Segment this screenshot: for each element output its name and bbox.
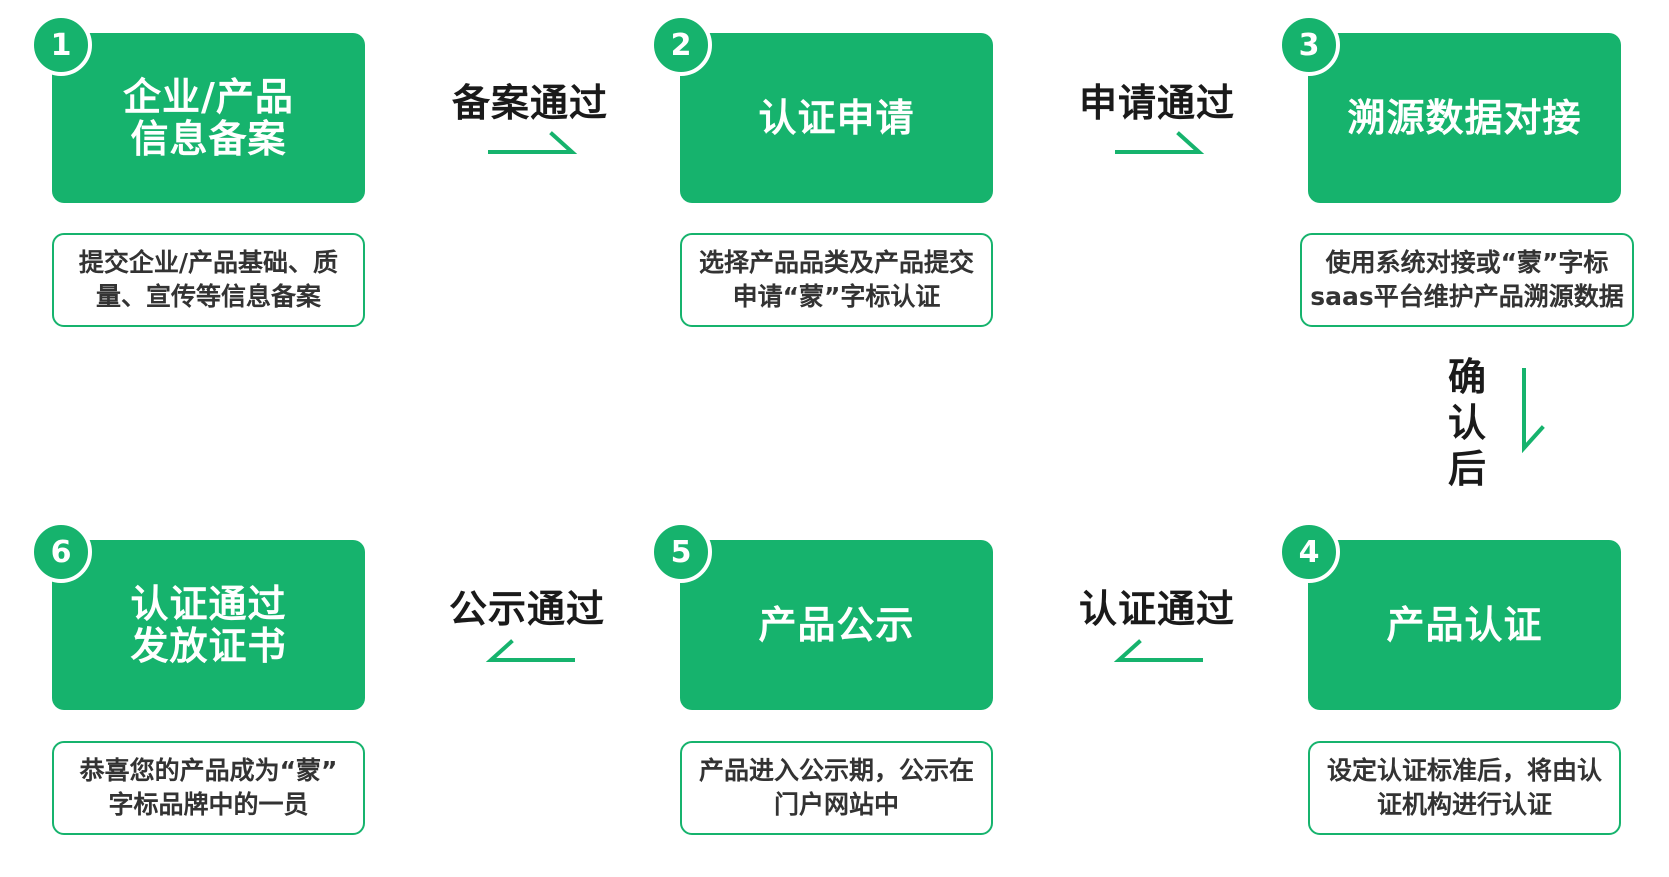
- step-title-box: 溯源数据对接: [1308, 33, 1621, 203]
- step-description-box: 产品进入公示期，公示在 门户网站中: [680, 741, 993, 835]
- left-arrow-icon: [1113, 639, 1203, 662]
- step-description-line: saas平台维护产品溯源数据: [1310, 282, 1624, 311]
- transition-label-char: 认: [1447, 401, 1486, 445]
- step-title-box: 产品公示: [680, 540, 993, 710]
- step-description-box: 选择产品品类及产品提交 申请“蒙”字标认证: [680, 233, 993, 327]
- right-arrow-icon: [488, 131, 578, 154]
- step-title-line: 企业/产品: [123, 75, 294, 119]
- step-description-line: 申请“蒙”字标认证: [732, 282, 941, 311]
- transition-label-vertical: 确 认 后: [1443, 354, 1491, 492]
- step-description-line: 使用系统对接或“蒙”字标: [1325, 248, 1609, 277]
- step-title-box: 产品认证: [1308, 540, 1621, 710]
- step-number-badge: 4: [1278, 521, 1340, 583]
- down-arrow-icon: [1522, 368, 1545, 453]
- step-description-line: 设定认证标准后，将由认: [1326, 756, 1602, 785]
- step-title-line: 信息备案: [130, 117, 287, 161]
- step-description-line: 字标品牌中的一员: [108, 790, 309, 819]
- transition-label: 申请通过: [1078, 81, 1235, 125]
- step-title-line: 产品认证: [1386, 603, 1543, 647]
- transition-label-char: 后: [1447, 447, 1486, 491]
- right-arrow-icon: [1115, 131, 1205, 154]
- transition-label: 公示通过: [448, 587, 605, 631]
- transition-label-char: 确: [1447, 355, 1486, 399]
- transition-label: 认证通过: [1078, 587, 1235, 631]
- step-title-box: 认证通过 发放证书: [52, 540, 365, 710]
- transition-label: 备案通过: [451, 81, 608, 125]
- step-title-box: 认证申请: [680, 33, 993, 203]
- step-description-line: 门户网站中: [773, 790, 899, 819]
- step-number-badge: 2: [650, 14, 712, 76]
- step-number-badge: 3: [1278, 14, 1340, 76]
- step-number-badge: 1: [30, 14, 92, 76]
- step-description-box: 使用系统对接或“蒙”字标 saas平台维护产品溯源数据: [1300, 233, 1634, 327]
- step-description-box: 设定认证标准后，将由认 证机构进行认证: [1308, 741, 1621, 835]
- left-arrow-icon: [485, 639, 575, 662]
- step-title-line: 认证通过: [130, 582, 287, 626]
- step-description-box: 提交企业/产品基础、质 量、宣传等信息备案: [52, 233, 365, 327]
- step-number-badge: 6: [30, 521, 92, 583]
- step-description-line: 量、宣传等信息备案: [95, 282, 321, 311]
- step-description-line: 产品进入公示期，公示在: [698, 756, 974, 785]
- step-description-line: 证机构进行认证: [1376, 790, 1552, 819]
- step-title-box: 企业/产品 信息备案: [52, 33, 365, 203]
- step-title-line: 溯源数据对接: [1347, 96, 1582, 140]
- step-number-badge: 5: [650, 521, 712, 583]
- step-title-line: 发放证书: [130, 624, 287, 668]
- step-description-line: 恭喜您的产品成为“蒙”: [79, 756, 338, 785]
- step-description-line: 提交企业/产品基础、质: [78, 248, 339, 277]
- step-title-line: 产品公示: [758, 603, 915, 647]
- step-description-box: 恭喜您的产品成为“蒙” 字标品牌中的一员: [52, 741, 365, 835]
- step-title-line: 认证申请: [758, 96, 915, 140]
- step-description-line: 选择产品品类及产品提交: [698, 248, 974, 277]
